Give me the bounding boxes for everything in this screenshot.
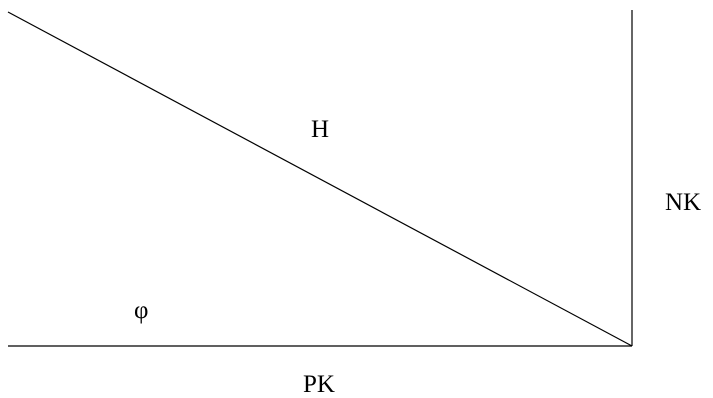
- vertical-side-label: NK: [665, 189, 701, 216]
- hypotenuse-label: H: [311, 116, 329, 143]
- hypotenuse-line: [7, 11, 633, 347]
- angle-label: φ: [134, 297, 148, 324]
- horizontal-side-label: PK: [303, 371, 335, 398]
